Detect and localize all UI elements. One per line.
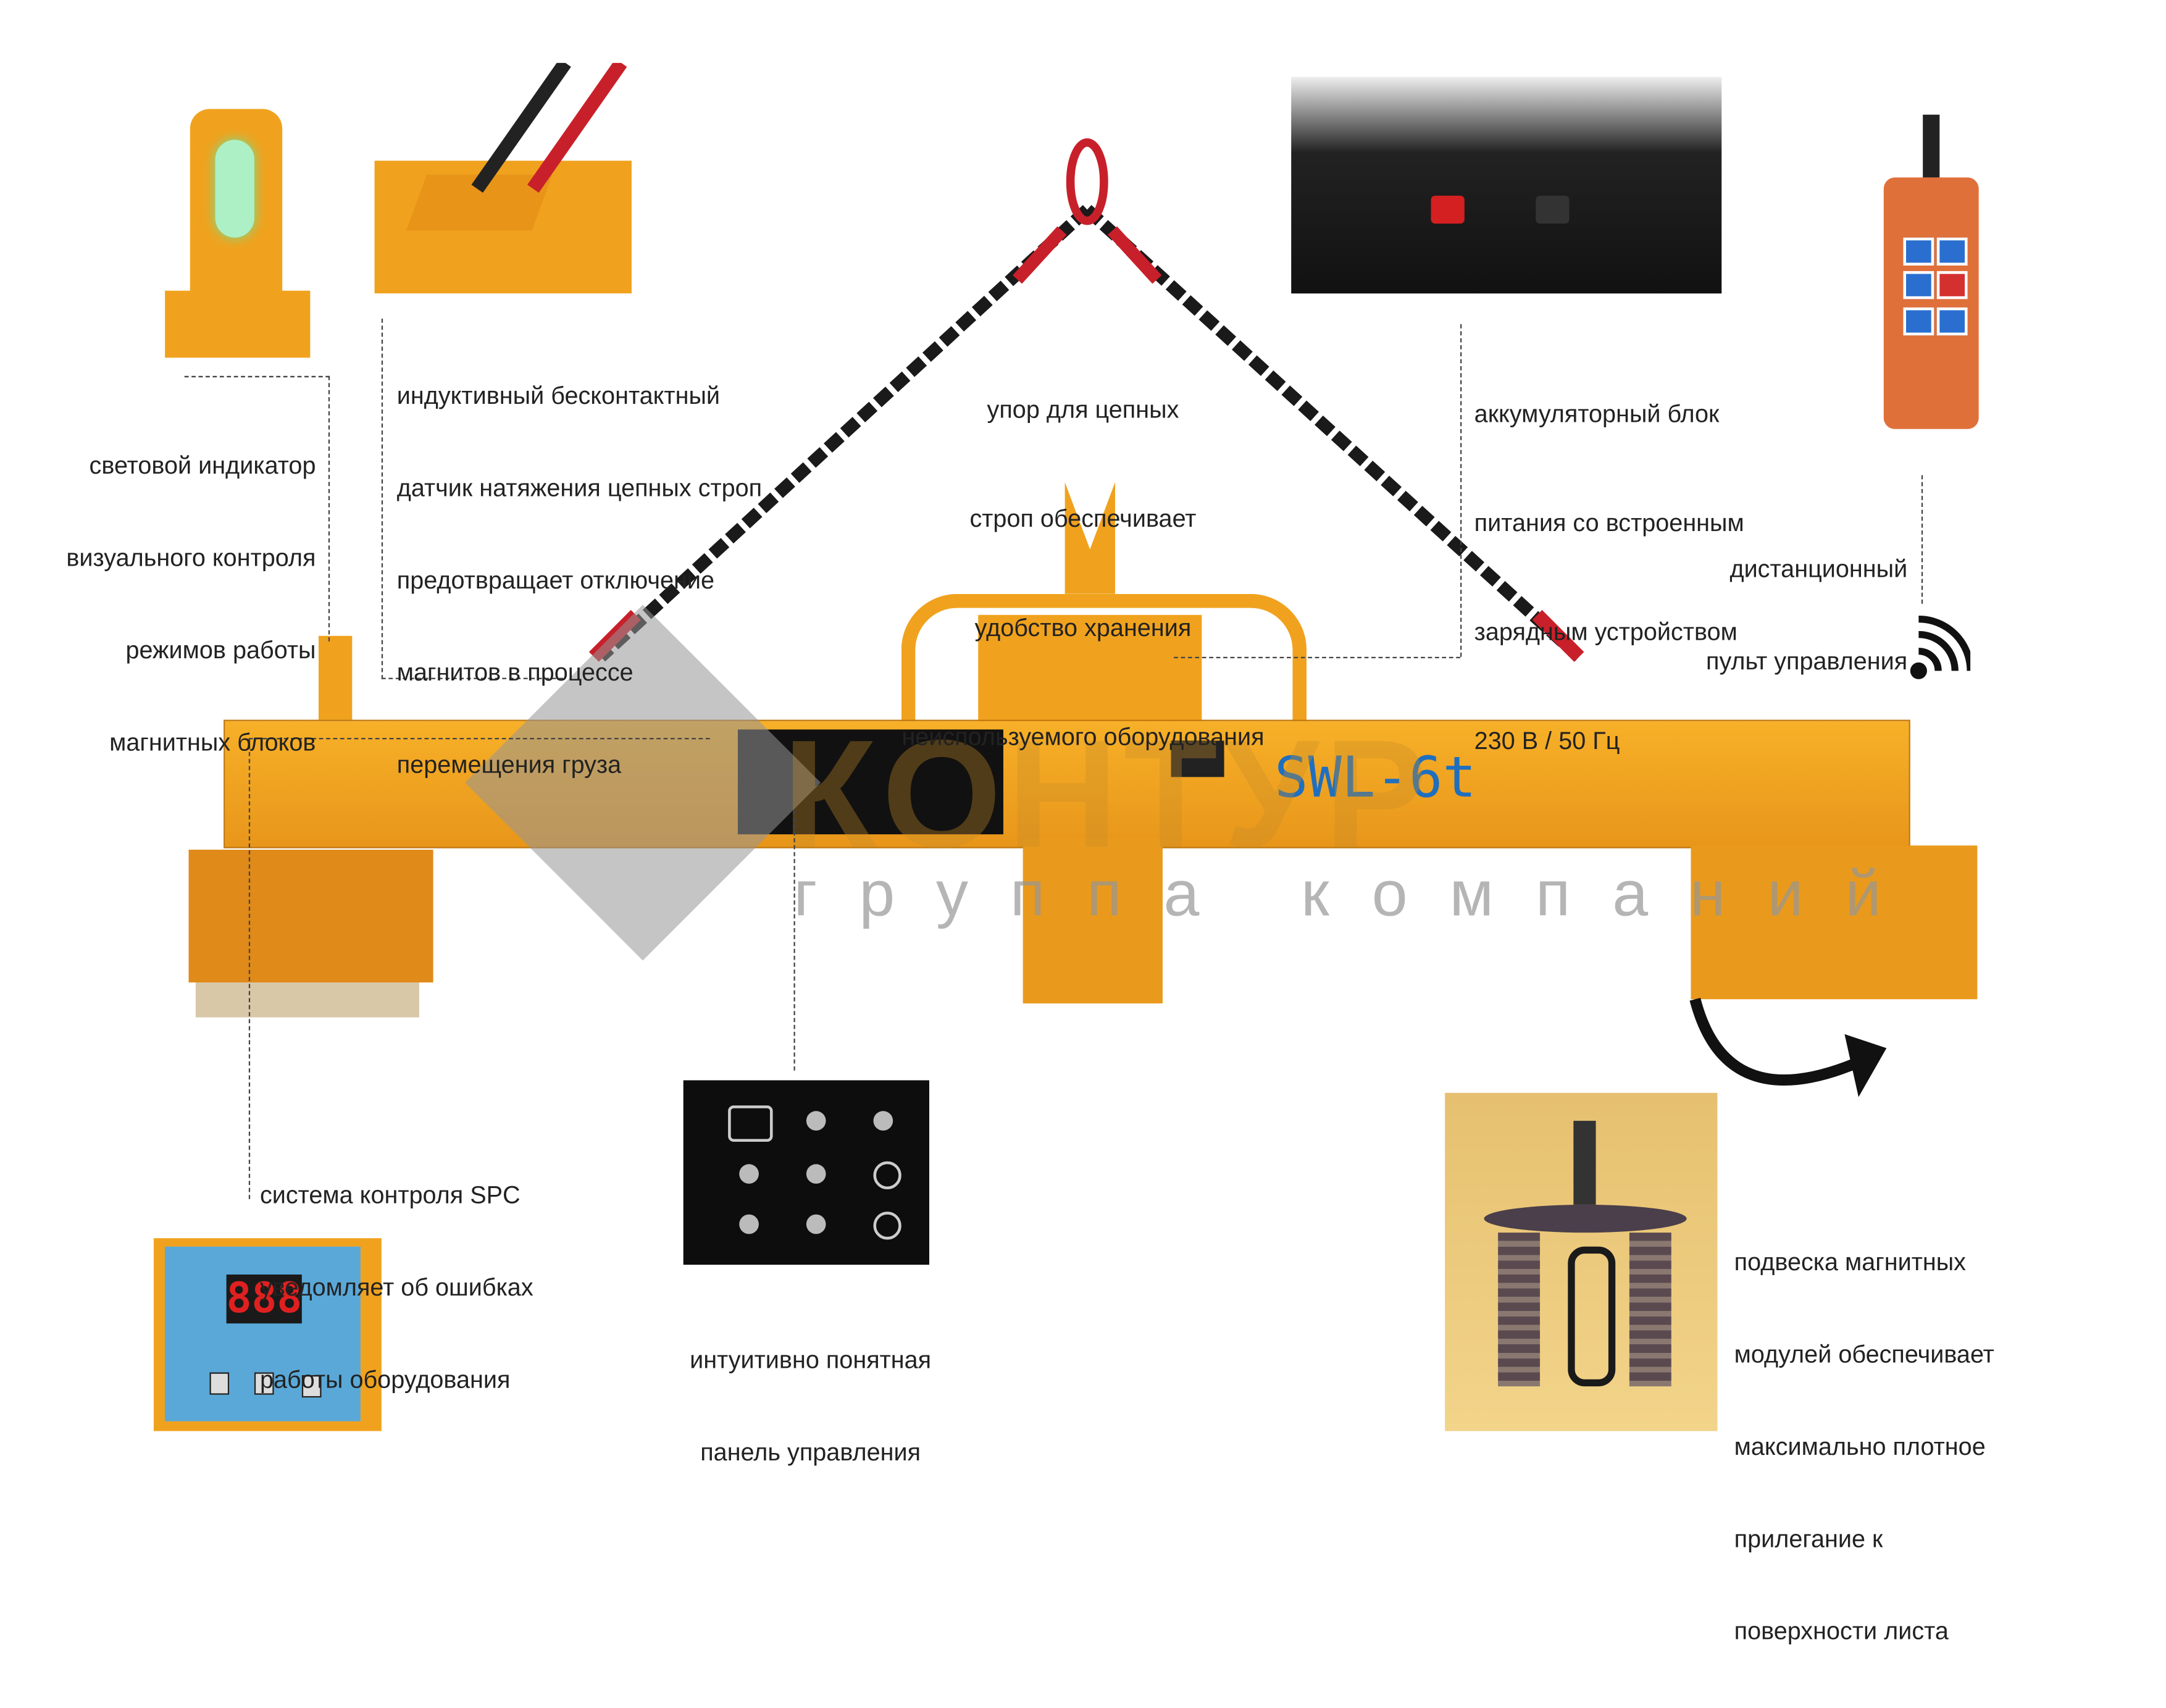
- leader-line: [381, 319, 383, 679]
- label-line: визуального контроля: [66, 543, 316, 572]
- leader-line: [381, 677, 564, 679]
- battery-photo: [1291, 77, 1722, 294]
- leader-line: [328, 375, 330, 642]
- remote-control-photo: [1873, 114, 1990, 457]
- label-line: магнитов в процессе: [396, 658, 633, 687]
- label-inductive-sensor: индуктивный бесконтактный датчик натяжен…: [397, 319, 762, 841]
- label-line: аккумуляторный блок: [1474, 400, 1720, 428]
- label-line: удобство хранения: [974, 613, 1192, 642]
- label-line: индуктивный бесконтактный: [396, 381, 721, 410]
- label-line: неиспользуемого оборудования: [901, 722, 1265, 751]
- swl-marking: SWL-6t: [1274, 746, 1477, 811]
- label-suspension: подвеска магнитных модулей обеспечивает …: [1734, 1185, 1994, 1707]
- leader-line: [793, 810, 795, 1071]
- label-chain-stop: упор для цепных строп обеспечивает удобс…: [874, 319, 1293, 827]
- label-line: модулей обеспечивает: [1734, 1340, 1994, 1368]
- label-line: максимально плотное: [1734, 1432, 1986, 1461]
- label-line: уведомляет об ошибках: [259, 1273, 533, 1302]
- label-line: датчик натяжения цепных строп: [396, 474, 763, 502]
- watermark-subtitle: группа компаний: [793, 856, 1923, 930]
- label-line: прилегание к: [1734, 1525, 1883, 1553]
- leader-line: [184, 375, 330, 378]
- label-line: магнитных блоков: [109, 728, 316, 756]
- label-line: режимов работы: [125, 635, 316, 664]
- label-line: зарядным устройством: [1474, 617, 1737, 646]
- label-line: 230 В / 50 Гц: [1474, 726, 1620, 755]
- label-line: упор для цепных: [987, 395, 1179, 424]
- watermark-brand: КОНТУР: [782, 708, 1433, 881]
- label-control-panel: интуитивно понятная панель управления: [643, 1283, 978, 1529]
- wifi-icon: [1910, 615, 1971, 679]
- label-line: подвеска магнитных: [1734, 1248, 1967, 1276]
- light-indicator-photo: [165, 109, 311, 358]
- label-line: питания со встроенным: [1474, 508, 1744, 537]
- curved-arrow-icon: [1689, 997, 1887, 1097]
- label-line: перемещения груза: [396, 750, 622, 779]
- label-battery: аккумуляторный блок питания со встроенны…: [1474, 323, 1744, 832]
- infographic: SWL-6t КОНТУР группа компаний 888: [66, 62, 1994, 1645]
- label-line: поверхности листа: [1734, 1617, 1949, 1645]
- leader-line: [1174, 656, 1461, 658]
- label-line: пульт управления: [1706, 647, 1908, 676]
- spc-display-photo: 888: [153, 1238, 382, 1431]
- tension-sensor-photo: [374, 62, 632, 294]
- control-panel-photo: [683, 1080, 930, 1265]
- label-line: работы оборудования: [259, 1365, 511, 1394]
- id-plate: [1171, 740, 1224, 777]
- label-line: дистанционный: [1729, 555, 1908, 583]
- label-line: световой индикатор: [89, 451, 316, 480]
- label-remote: дистанционный пульт управления: [1706, 492, 1907, 738]
- leader-line: [248, 737, 251, 1199]
- leader-line: [1460, 324, 1462, 657]
- label-line: строп обеспечивает: [969, 504, 1197, 533]
- leader-line: [248, 737, 710, 740]
- label-line: предотвращает отключение: [396, 566, 715, 594]
- label-line: панель управления: [700, 1438, 921, 1467]
- leader-line: [1921, 475, 1923, 604]
- label-light-indicator: световой индикатор визуального контроля …: [66, 388, 316, 819]
- suspension-photo: [1445, 1092, 1718, 1431]
- spc-digit-readout: 888: [226, 1275, 303, 1324]
- label-spc: система контроля SPC уведомляет об ошибк…: [260, 1118, 533, 1457]
- label-line: интуитивно понятная: [690, 1346, 932, 1374]
- label-line: система контроля SPC: [259, 1181, 521, 1209]
